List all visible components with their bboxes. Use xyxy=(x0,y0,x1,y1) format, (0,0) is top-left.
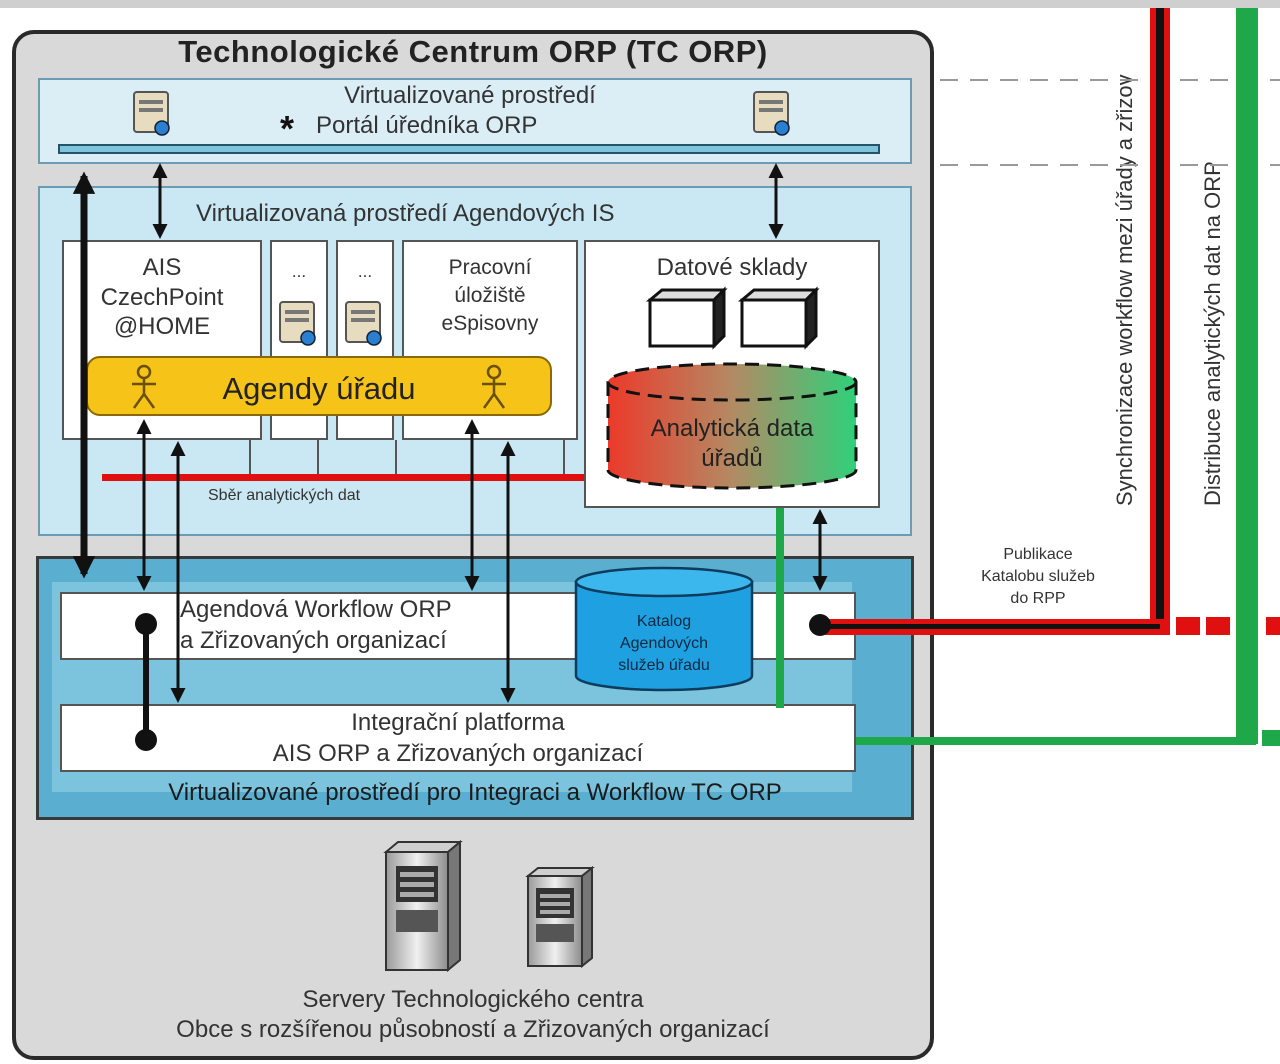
portal-line-1: Virtualizované prostředí xyxy=(344,82,596,109)
datove-sklady-label: Datové sklady xyxy=(656,254,808,281)
agenda-env-label: Virtualizovaná prostředí Agendových IS xyxy=(196,200,615,227)
other-is-dots-2: ... xyxy=(357,262,373,281)
person-icon-right xyxy=(482,364,506,409)
sber-analytickych-dat-line xyxy=(102,474,584,481)
workflow-connector-dot xyxy=(809,614,831,636)
server-icon-dots-2 xyxy=(345,301,382,346)
datove-to-platform-line xyxy=(776,508,784,708)
katalog-cylinder xyxy=(574,566,754,692)
workflow-platform-link xyxy=(135,613,157,751)
sync-bus xyxy=(1150,8,1170,634)
tower-server-icon-large xyxy=(383,839,463,973)
connection-arrows xyxy=(136,163,828,703)
sber-drop-lines xyxy=(249,440,565,474)
other-is-dots-1: ... xyxy=(291,262,307,281)
katalog-line-1: Katalog xyxy=(637,613,691,630)
workflow-line-1: Agendová Workflow ORP xyxy=(180,596,452,623)
analyticka-line-1: Analytická data xyxy=(651,415,814,442)
publikace-line-3: do RPP xyxy=(1010,590,1066,607)
pracovni-line-2: úložiště xyxy=(454,284,526,307)
pracovni-line-1: Pracovní xyxy=(448,256,532,279)
pracovni-line-3: eSpisovny xyxy=(441,312,539,335)
platform-to-distribution-line xyxy=(856,730,1280,746)
analyticka-line-2: úřadů xyxy=(701,445,762,472)
integracni-platforma-box xyxy=(60,704,856,772)
portal-server-icon-left xyxy=(133,91,170,136)
portal-star: * xyxy=(280,108,295,149)
data-cube-icon-2 xyxy=(737,286,820,350)
publikace-line-1: Publikace xyxy=(1003,546,1073,563)
distribution-bus xyxy=(1236,8,1258,744)
workflow-line-2: a Zřizovaných organizací xyxy=(180,627,447,654)
sber-label: Sběr analytických dat xyxy=(208,487,361,504)
katalog-line-3: služeb úřadu xyxy=(618,657,710,674)
dashed-separators xyxy=(940,79,1280,166)
integration-env-label: Virtualizované prostředí pro Integraci a… xyxy=(168,779,782,806)
agendy-uradu: Agendy úřadu xyxy=(86,356,552,416)
workflow-to-sync-line xyxy=(822,617,1280,635)
ais-line-1: AIS xyxy=(142,254,182,281)
ais-line-3: @HOME xyxy=(113,313,211,340)
analyticka-data-cylinder xyxy=(606,362,858,490)
diagram-title: Technologické Centrum ORP (TC ORP) xyxy=(178,34,768,69)
platforma-line-2: AIS ORP a Zřizovaných organizací xyxy=(272,740,644,767)
portal-server-icon-right xyxy=(753,91,790,136)
tower-server-icon-small xyxy=(525,865,595,969)
publikace-line-2: Katalobu služeb xyxy=(981,568,1095,585)
server-icon-dots-1 xyxy=(279,301,316,346)
servers-line-1: Servery Technologického centra xyxy=(302,986,644,1013)
person-icon-left xyxy=(132,364,156,409)
agendy-label: Agendy úřadu xyxy=(222,371,416,406)
portal-line-2: Portál úředníka ORP xyxy=(316,112,538,139)
portal-bus-bar xyxy=(58,144,880,154)
katalog-line-2: Agendových xyxy=(620,635,708,652)
data-cube-icon-1 xyxy=(645,286,728,350)
top-strip xyxy=(0,0,1280,8)
ais-line-2: CzechPoint xyxy=(100,284,224,311)
servers-line-2: Obce s rozšířenou působností a Zřizovaný… xyxy=(176,1016,770,1043)
platforma-line-1: Integrační platforma xyxy=(351,709,565,736)
